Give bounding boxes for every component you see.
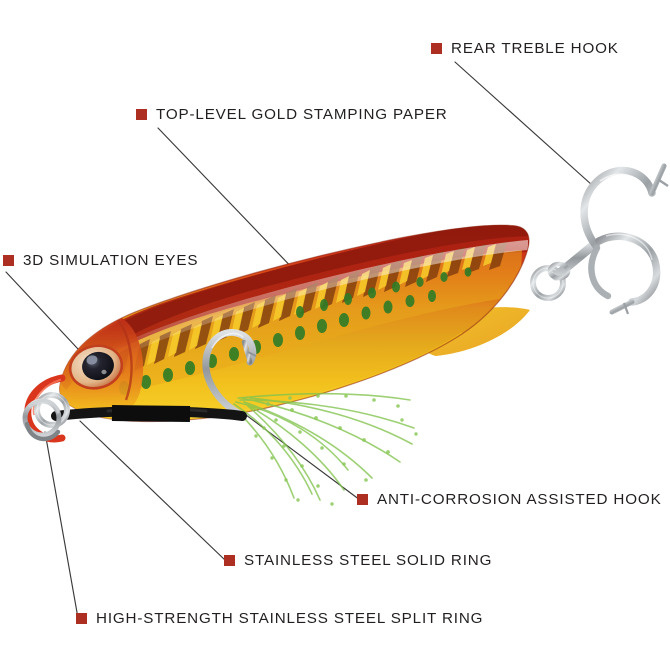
flash-tinsel-speckles: [254, 394, 418, 506]
callout-label-gold-stamping: TOP-LEVEL GOLD STAMPING PAPER: [156, 106, 448, 123]
high-strength-split-ring: [22, 398, 62, 442]
callout-label-3d-simulation-eyes: 3D SIMULATION EYES: [23, 252, 199, 269]
callout-marker-icon: [3, 255, 14, 267]
stainless-steel-solid-ring: [34, 392, 70, 428]
3d-simulation-eye: [68, 344, 124, 390]
callout-gold-stamping[interactable]: TOP-LEVEL GOLD STAMPING PAPER: [136, 107, 448, 122]
assist-cord: [51, 405, 247, 422]
callout-rear-treble-hook[interactable]: REAR TREBLE HOOK: [431, 41, 619, 56]
callout-stainless-steel-solid-ring[interactable]: STAINLESS STEEL SOLID RING: [224, 553, 492, 568]
callout-high-strength-split-ring[interactable]: HIGH-STRENGTH STAINLESS STEEL SPLIT RING: [76, 611, 483, 626]
callout-marker-icon: [431, 43, 442, 55]
callout-label-rear-treble-hook: REAR TREBLE HOOK: [451, 40, 619, 57]
callout-label-anti-corrosion-assisted-hook: ANTI-CORROSION ASSISTED HOOK: [377, 491, 662, 508]
leader-line-rear-treble-hook: [454, 61, 593, 186]
flash-tinsel-skirt: [231, 392, 415, 501]
callout-label-stainless-steel-solid-ring: STAINLESS STEEL SOLID RING: [244, 552, 493, 569]
callout-3d-simulation-eyes[interactable]: 3D SIMULATION EYES: [3, 253, 198, 268]
leader-line-gold-stamping: [157, 127, 301, 277]
green-speckles: [119, 267, 472, 395]
leader-line-solid-ring: [79, 420, 227, 562]
anti-corrosion-assist-hook: [202, 329, 257, 418]
leader-line-3d-eyes: [5, 271, 79, 350]
callout-marker-icon: [357, 494, 368, 506]
callout-marker-icon: [136, 109, 147, 121]
callout-anti-corrosion-assisted-hook[interactable]: ANTI-CORROSION ASSISTED HOOK: [357, 492, 662, 507]
leader-line-split-ring: [44, 431, 79, 619]
callout-label-high-strength-split-ring: HIGH-STRENGTH STAINLESS STEEL SPLIT RING: [96, 610, 484, 627]
rear-treble-hook: [530, 163, 669, 315]
callout-marker-icon: [224, 555, 235, 567]
callout-marker-icon: [76, 613, 87, 625]
